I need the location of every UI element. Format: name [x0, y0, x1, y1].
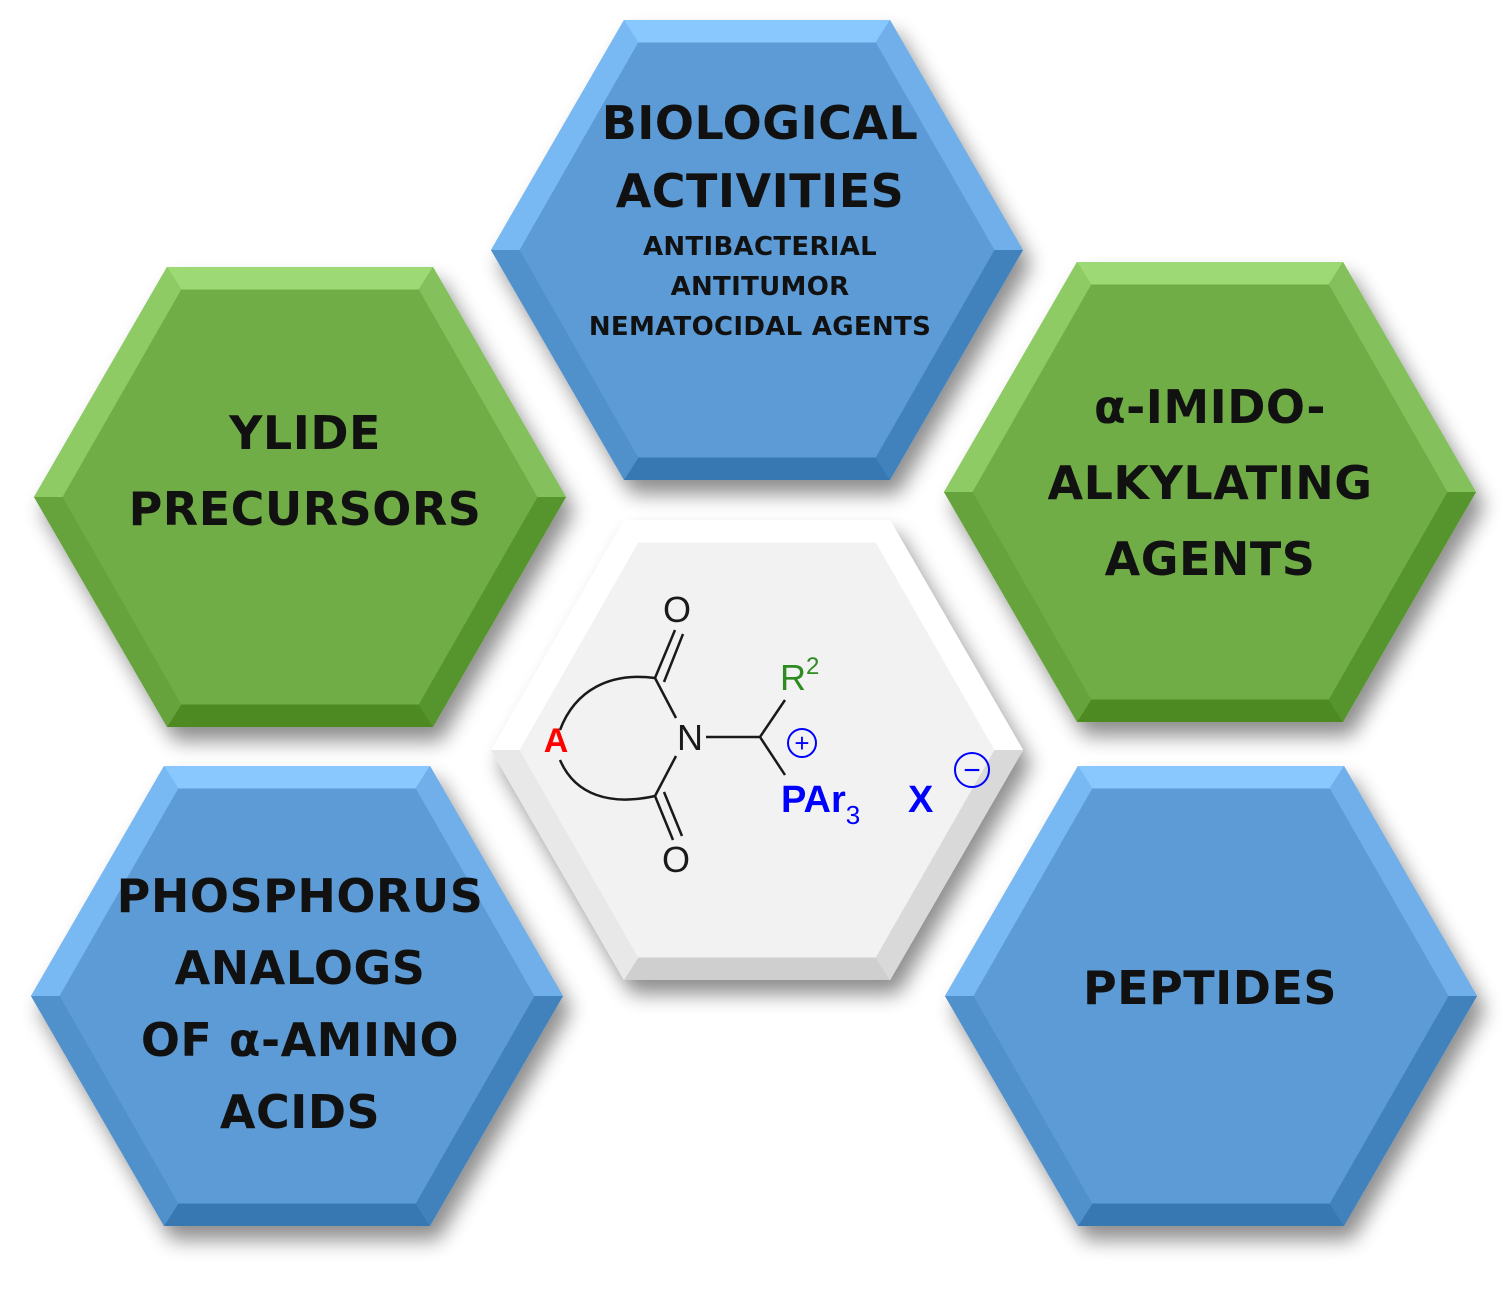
hexagon-peptides-bevel-2 — [1329, 766, 1477, 996]
hexagon-biological-bevel-0 — [491, 20, 639, 250]
minus-charge-sign: − — [963, 754, 981, 787]
hexagon-biological-bevel-5 — [491, 250, 639, 480]
r-group-label: R2 — [780, 653, 819, 698]
hexagon-biological — [491, 20, 1023, 480]
hexagon-imido — [944, 262, 1476, 722]
hexagon-phosphorus — [31, 766, 563, 1226]
bond-c-o-bottom-2 — [662, 791, 684, 837]
counterion-label: X — [908, 779, 934, 821]
hexagon-biological-bevel-1 — [624, 20, 890, 43]
hexagon-center-bevel-3 — [875, 750, 1023, 980]
biological-sub-line-1: ANTIBACTERIAL — [642, 232, 878, 262]
hexagon-imido-bevel-5 — [944, 492, 1092, 722]
hexagon-peptides-bevel-1 — [1078, 766, 1344, 789]
nitrogen-label: N — [677, 717, 703, 758]
minus-charge-circle — [954, 752, 990, 788]
hex-imido-text: α-IMIDO- ALKYLATING AGENTS — [965, 384, 1455, 582]
hexagon-biological-face — [519, 42, 995, 458]
phosphorus-title-line-4: ACIDS — [219, 1085, 381, 1139]
hexagon-imido-bevel-0 — [944, 262, 1092, 492]
ring-atom-a-label: A — [544, 722, 569, 760]
bond-c-n-top — [653, 677, 678, 719]
hex-ylide-text: YLIDE PRECURSORS — [60, 410, 550, 532]
imido-title-line-1: α-IMIDO- — [1094, 380, 1326, 434]
biological-sub-line-2: ANTITUMOR — [670, 272, 850, 302]
hexagon-center-bevel-5 — [491, 750, 639, 980]
hexagon-peptides-bevel-4 — [1078, 1203, 1344, 1226]
hexagon-ylide-face — [62, 289, 538, 705]
ring-arc-bottom — [558, 759, 656, 801]
ylide-title-line-2: PRECURSORS — [128, 482, 482, 536]
biological-title-line-2: ACTIVITIES — [615, 164, 905, 218]
hexagon-center-bevel-2 — [875, 520, 1023, 750]
bond-c-o-top-2 — [662, 633, 685, 683]
phosphorus-title-line-1: PHOSPHORUS — [116, 869, 484, 923]
hexagon-phosphorus-face — [59, 788, 535, 1204]
bond-c-o-bottom-1 — [653, 795, 675, 841]
hexagon-ylide-bevel-1 — [167, 267, 433, 290]
imido-title-line-2: ALKYLATING — [1047, 456, 1373, 510]
phosphonium-label: PAr3 — [781, 779, 860, 830]
hexagon-ylide — [34, 267, 566, 727]
hex-peptides-text: PEPTIDES — [965, 965, 1455, 1011]
hexagon-ylide-bevel-4 — [167, 704, 433, 727]
bond-c-r2 — [758, 699, 787, 738]
bond-c-n-bottom — [653, 755, 678, 797]
hexagon-biological-bevel-4 — [624, 457, 890, 480]
hexagon-peptides-bevel-0 — [945, 766, 1093, 996]
hexagon-center-bevel-0 — [491, 520, 639, 750]
oxygen-bottom-label: O — [662, 839, 690, 880]
hexagon-imido-face — [972, 284, 1448, 700]
hexagon-peptides-bevel-3 — [1329, 996, 1477, 1226]
hexagon-ylide-bevel-2 — [418, 267, 566, 497]
ring-arc-top — [558, 675, 656, 731]
hexagon-center — [491, 520, 1023, 980]
hex-biological-text: BIOLOGICAL ACTIVITIES ANTIBACTERIAL ANTI… — [520, 100, 1000, 340]
hexagon-biological-bevel-3 — [875, 250, 1023, 480]
biological-title-line-1: BIOLOGICAL — [601, 96, 919, 150]
hexagon-center-bevel-1 — [624, 520, 890, 543]
hexagon-ylide-bevel-5 — [34, 497, 182, 727]
hexagon-phosphorus-bevel-4 — [164, 1203, 430, 1226]
bond-c-o-top-1 — [653, 629, 677, 679]
hexagon-biological-bevel-2 — [875, 20, 1023, 250]
hexagon-phosphorus-bevel-2 — [415, 766, 563, 996]
hex-phosphorus-text: PHOSPHORUS ANALOGS OF α-AMINO ACIDS — [50, 873, 550, 1135]
biological-sub-line-3: NEMATOCIDAL AGENTS — [588, 312, 932, 342]
hexagon-ylide-bevel-0 — [34, 267, 182, 497]
hexagon-imido-bevel-3 — [1328, 492, 1476, 722]
phosphorus-title-line-3: OF α-AMINO — [140, 1013, 460, 1067]
plus-charge-circle — [787, 728, 817, 758]
hexagon-phosphorus-bevel-5 — [31, 996, 179, 1226]
hexagon-center-face — [519, 542, 995, 958]
imido-title-line-3: AGENTS — [1104, 532, 1316, 586]
hexagon-imido-bevel-2 — [1328, 262, 1476, 492]
hexagon-phosphorus-bevel-1 — [164, 766, 430, 789]
phosphorus-title-line-2: ANALOGS — [174, 941, 426, 995]
ylide-title-line-1: YLIDE — [229, 406, 381, 460]
oxygen-top-label: O — [663, 589, 691, 630]
hexagon-phosphorus-bevel-3 — [415, 996, 563, 1226]
hexagon-imido-bevel-4 — [1077, 699, 1343, 722]
hexagon-imido-bevel-1 — [1077, 262, 1343, 285]
hexagon-phosphorus-bevel-0 — [31, 766, 179, 996]
peptides-title-line-1: PEPTIDES — [1082, 961, 1338, 1015]
hexagon-ylide-bevel-3 — [418, 497, 566, 727]
molecule-structure: O O N A R2 + PAr3 X − — [544, 589, 990, 880]
bond-c-p — [758, 736, 787, 776]
plus-charge-sign: + — [794, 728, 809, 758]
hexagon-peptides — [945, 766, 1477, 1226]
hexagon-center-bevel-4 — [624, 957, 890, 980]
hexagon-peptides-bevel-5 — [945, 996, 1093, 1226]
hexagon-peptides-face — [973, 788, 1449, 1204]
